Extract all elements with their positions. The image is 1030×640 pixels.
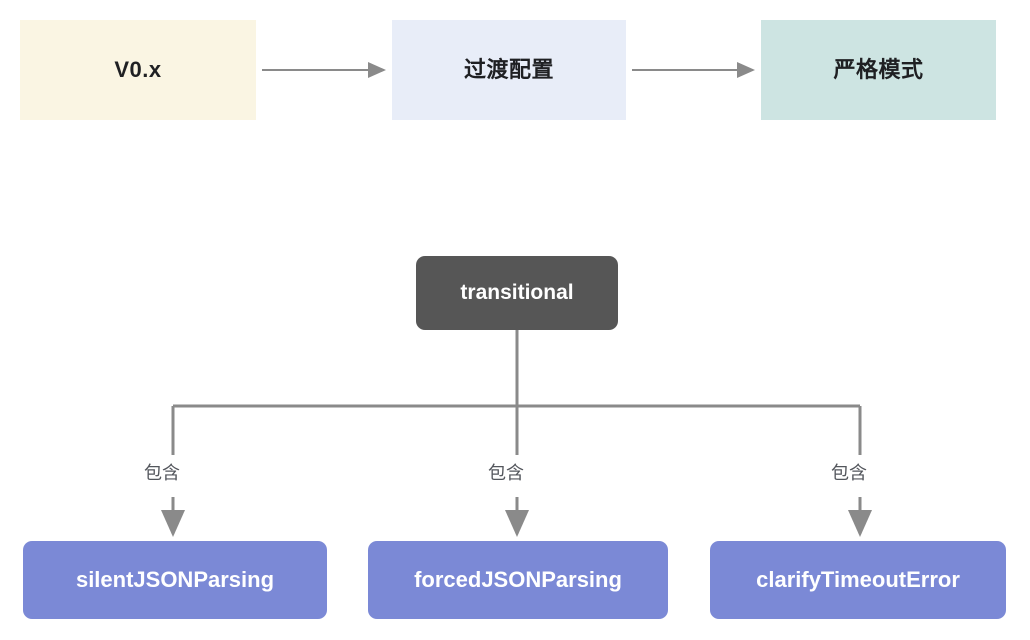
stage-label-strict: 严格模式 [833, 56, 924, 82]
root-node-label: transitional [460, 281, 574, 305]
root-node-transitional[interactable]: transitional [416, 256, 618, 330]
stage-label-v0x: V0.x [114, 56, 162, 82]
edge-label-clarifyTimeoutError: 包含 [829, 463, 869, 483]
stage-node-v0x[interactable]: V0.x [20, 20, 256, 120]
option-node-silentJSONParsing[interactable]: silentJSONParsing [23, 541, 327, 619]
option-label-forcedJSONParsing: forcedJSONParsing [414, 566, 622, 592]
stage-node-strict[interactable]: 严格模式 [761, 20, 996, 120]
option-label-clarifyTimeoutError: clarifyTimeoutError [756, 566, 960, 592]
edge-label-forcedJSONParsing: 包含 [486, 463, 526, 483]
option-label-silentJSONParsing: silentJSONParsing [75, 566, 275, 592]
option-node-clarifyTimeoutError[interactable]: clarifyTimeoutError [710, 541, 1006, 619]
edge-label-silentJSONParsing: 包含 [142, 463, 182, 483]
stage-node-transition[interactable]: 过渡配置 [392, 20, 626, 120]
stage-label-transition: 过渡配置 [463, 56, 554, 82]
option-node-forcedJSONParsing[interactable]: forcedJSONParsing [368, 541, 668, 619]
